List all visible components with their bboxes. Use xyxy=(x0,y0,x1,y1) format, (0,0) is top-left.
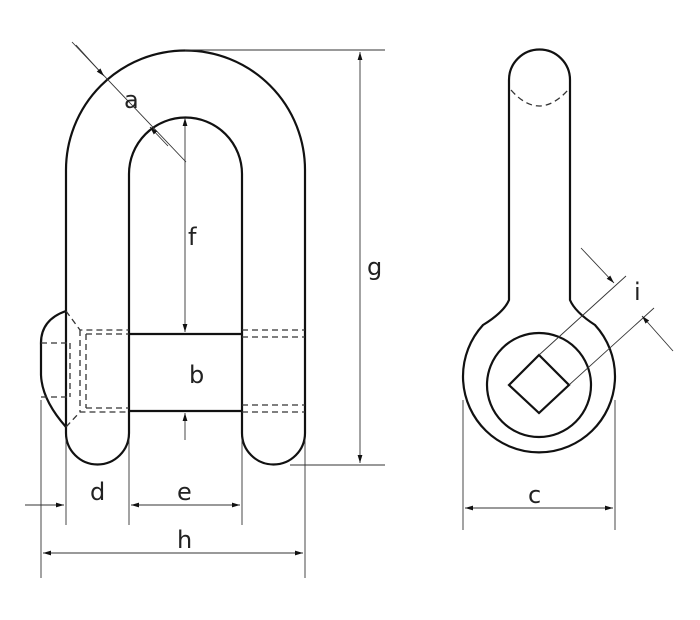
label-g: g xyxy=(367,253,382,281)
shackle-front-view xyxy=(39,49,307,466)
label-i: i xyxy=(634,278,641,306)
label-f: f xyxy=(188,223,197,251)
label-a: a xyxy=(124,86,139,114)
dimension-lines xyxy=(25,41,674,578)
label-h: h xyxy=(177,526,192,554)
label-b: b xyxy=(189,361,204,389)
label-d: d xyxy=(90,478,105,506)
label-e: e xyxy=(177,478,192,506)
label-c: c xyxy=(528,481,541,509)
shackle-side-view xyxy=(461,48,617,454)
